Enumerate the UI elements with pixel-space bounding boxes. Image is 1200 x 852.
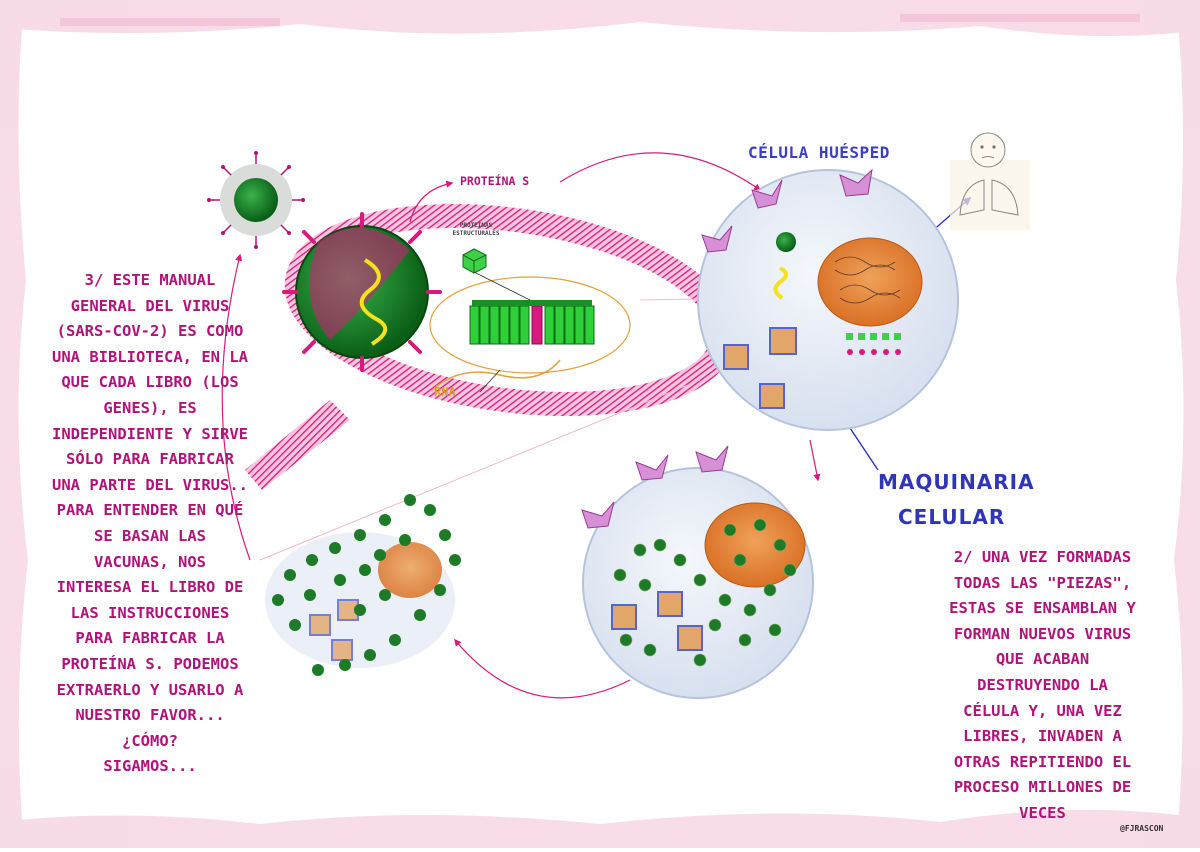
machinery-label-line2: CELULAR [898, 505, 1006, 529]
structural-proteins-label: PROTEÍNAS ESTRUCTURALES [452, 222, 500, 237]
structural-protein-icon [462, 248, 487, 274]
virus-icon [207, 151, 305, 249]
text-line: QUE CADA LIBRO (LOS [61, 373, 239, 392]
left-explanation-text: 3/ ESTE MANUAL GENERAL DEL VIRUS (SARS-C… [40, 268, 260, 780]
border-smudge [900, 14, 1140, 22]
rna-strand [431, 359, 561, 391]
arrow-host-to-assembly [809, 439, 821, 482]
released-virus-cluster [265, 494, 461, 676]
credit-label: @FJRASCON [1120, 824, 1164, 833]
text-line: EXTRAERLO Y USARLO A [56, 680, 244, 699]
assembly-cell-icon [581, 445, 814, 699]
text-line: CÉLULA Y, UNA VEZ [963, 701, 1122, 720]
text-line: PROCESO MILLONES DE [953, 778, 1132, 797]
text-line: QUE ACABAN [995, 650, 1090, 669]
spike-receptors [701, 168, 873, 253]
text-line: VECES [1019, 803, 1066, 822]
text-line: INDEPENDIENTE Y SIRVE [52, 424, 248, 443]
text-line: INTERESA EL LIBRO DE [56, 578, 244, 597]
process-arrows [221, 152, 842, 699]
rna-label: RNA [434, 385, 456, 399]
text-line: GENES), ES [103, 398, 197, 417]
text-line: GENERAL DEL VIRUS [70, 296, 230, 315]
text-line: LIBRES, INVADEN A [963, 727, 1122, 746]
text-line: PARA FABRICAR LA [75, 629, 225, 648]
right-explanation-text: 2/ UNA VEZ FORMADAS TODAS LAS "PIEZAS", … [910, 545, 1175, 827]
virus-cross-section-icon [282, 212, 442, 372]
arrow-assembly-to-release [454, 638, 631, 699]
border-smudge [60, 18, 280, 26]
text-line: ¿CÓMO? [122, 731, 178, 750]
text-line: LAS INSTRUCCIONES [70, 603, 230, 622]
text-line: OTRAS REPITIENDO EL [953, 752, 1132, 771]
nucleus-icon [817, 237, 923, 327]
text-line: PARA ENTENDER EN QUÉ [56, 501, 244, 520]
text-line: PROTEÍNA S. PODEMOS [61, 654, 239, 673]
arrow-release-to-virus [221, 253, 251, 561]
machinery-label-line1: MAQUINARIA [878, 470, 1035, 494]
text-line: (SARS-COV-2) ES COMO [56, 322, 244, 341]
text-line: FORMAN NUEVOS VIRUS [953, 624, 1132, 643]
text-line: ESTAS SE ENSAMBLAN Y [949, 599, 1136, 618]
lungs-person-icon [950, 132, 1030, 230]
ribosome-icon [723, 327, 797, 409]
text-line: SÓLO PARA FABRICAR [66, 450, 234, 469]
host-cell-label: CÉLULA HUÉSPED [748, 143, 890, 162]
arrow-to-host [559, 152, 762, 191]
pointer-line [479, 369, 501, 393]
protein-s-label: PROTEÍNA S [460, 174, 530, 188]
faint-line [259, 379, 701, 561]
text-line: NUESTRO FAVOR... [75, 706, 225, 725]
arrow-protein-s [409, 180, 454, 223]
text-line: 2/ UNA VEZ FORMADAS [953, 548, 1132, 566]
text-line: SE BASAN LAS [94, 526, 206, 545]
host-cell-icon [697, 168, 959, 431]
protein-s-gene [531, 305, 543, 345]
text-line: VACUNAS, NOS [94, 552, 206, 571]
text-line: SIGAMOS... [103, 757, 197, 776]
gene-books [469, 300, 595, 345]
virus-icon [776, 232, 796, 252]
text-line: UNA PARTE DEL VIRUS.. [52, 475, 248, 494]
pointer-line [469, 269, 531, 301]
genome-ellipse [429, 276, 631, 374]
text-line: UNA BIBLIOTECA, EN LA [52, 347, 248, 366]
text-line: 3/ ESTE MANUAL [84, 271, 216, 289]
text-line: TODAS LAS "PIEZAS", [953, 573, 1132, 592]
text-line: DESTRUYENDO LA [977, 675, 1108, 694]
